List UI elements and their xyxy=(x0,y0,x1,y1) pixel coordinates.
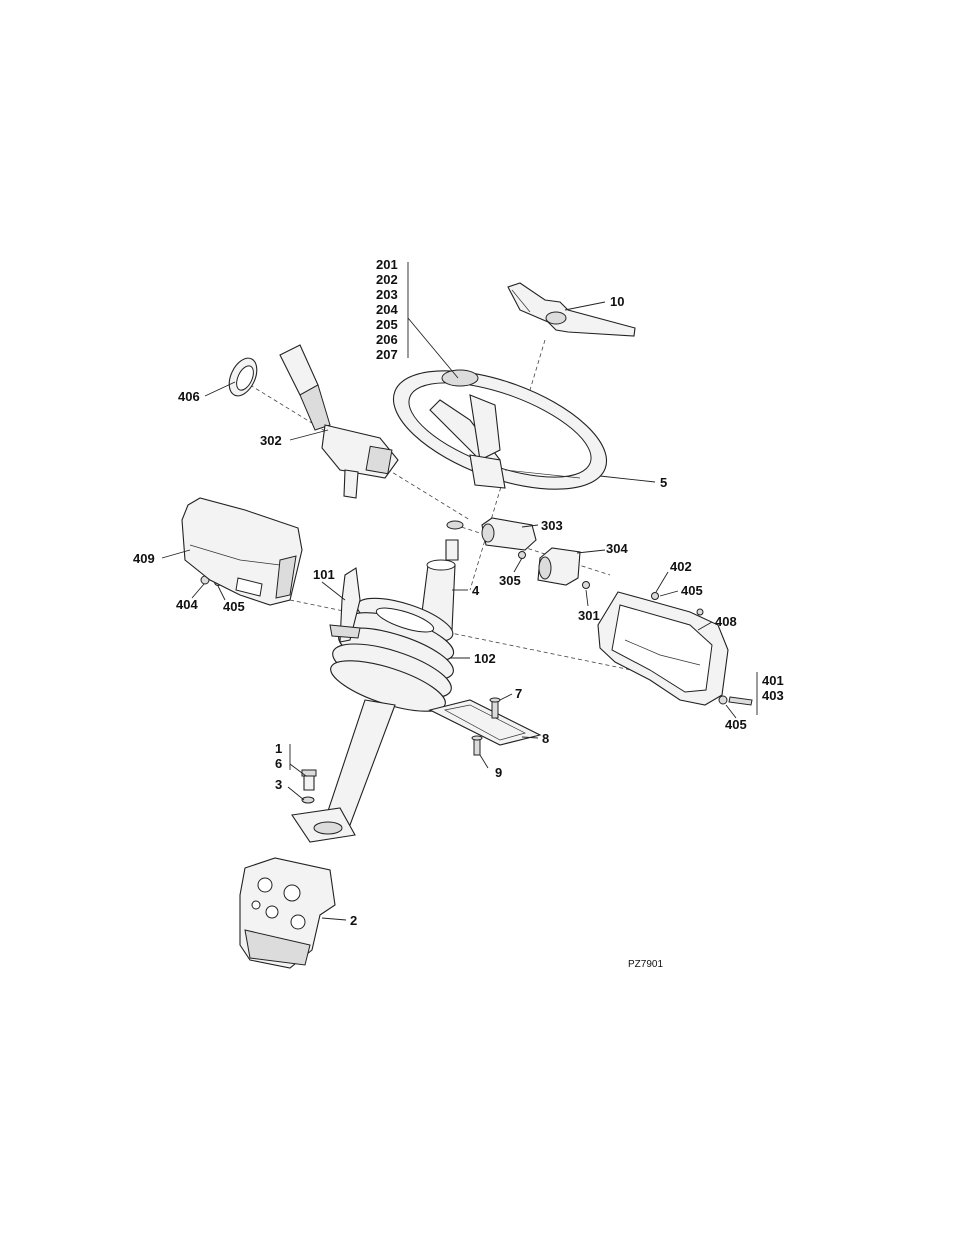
callout-301: 301 xyxy=(578,608,600,623)
callout-406: 406 xyxy=(178,389,200,404)
plate-screw-9 xyxy=(471,735,483,756)
callout-401: 401 xyxy=(762,673,784,688)
callout-206: 206 xyxy=(376,332,398,347)
callout-9: 9 xyxy=(495,765,502,780)
callout-204: 204 xyxy=(376,302,398,317)
figure-code: PZ7901 xyxy=(628,959,663,970)
lower-column-tube xyxy=(291,699,396,843)
callout-8: 8 xyxy=(542,731,549,746)
mounting-plate-part xyxy=(428,699,542,746)
callout-205: 205 xyxy=(376,317,398,332)
callout-203: 203 xyxy=(376,287,398,302)
callout-1: 1 xyxy=(275,741,282,756)
left-shroud-part xyxy=(181,497,303,606)
callout-5: 5 xyxy=(660,475,667,490)
callout-201: 201 xyxy=(376,257,398,272)
callout-408: 408 xyxy=(715,614,737,629)
callout-7: 7 xyxy=(515,686,522,701)
leader-lines xyxy=(161,262,758,921)
callout-302: 302 xyxy=(260,433,282,448)
tilt-lever-part xyxy=(329,567,361,643)
wrench-part xyxy=(507,282,636,337)
callout-labels: 201 202 203 204 205 206 207 10 406 302 5… xyxy=(133,257,784,970)
callout-409: 409 xyxy=(133,551,155,566)
steering-wheel-part xyxy=(392,369,608,490)
callout-2: 2 xyxy=(350,913,357,928)
callout-303: 303 xyxy=(541,518,563,533)
callout-3: 3 xyxy=(275,777,282,792)
right-shroud-part xyxy=(597,591,729,706)
callout-304: 304 xyxy=(606,541,628,556)
callout-207: 207 xyxy=(376,347,398,362)
callout-405-right-top: 405 xyxy=(681,583,703,598)
callout-404: 404 xyxy=(176,597,198,612)
small-fasteners xyxy=(200,520,753,706)
bellows-part xyxy=(330,597,455,712)
callout-102: 102 xyxy=(474,651,496,666)
callout-402: 402 xyxy=(670,559,692,574)
callout-202: 202 xyxy=(376,272,398,287)
bolt-part xyxy=(301,769,317,804)
lever-switch-part xyxy=(279,344,399,499)
callout-6: 6 xyxy=(275,756,282,771)
callout-405-left: 405 xyxy=(223,599,245,614)
steering-unit-part xyxy=(239,857,336,969)
callout-305: 305 xyxy=(499,573,521,588)
clamp-block-304 xyxy=(537,547,581,586)
callout-4: 4 xyxy=(472,583,480,598)
plate-screw-7 xyxy=(489,697,501,719)
cap-ring-part xyxy=(228,357,258,397)
callout-403: 403 xyxy=(762,688,784,703)
callout-10: 10 xyxy=(610,294,624,309)
callout-101: 101 xyxy=(313,567,335,582)
callout-405-right-bottom: 405 xyxy=(725,717,747,732)
clamp-block-303 xyxy=(481,517,537,551)
